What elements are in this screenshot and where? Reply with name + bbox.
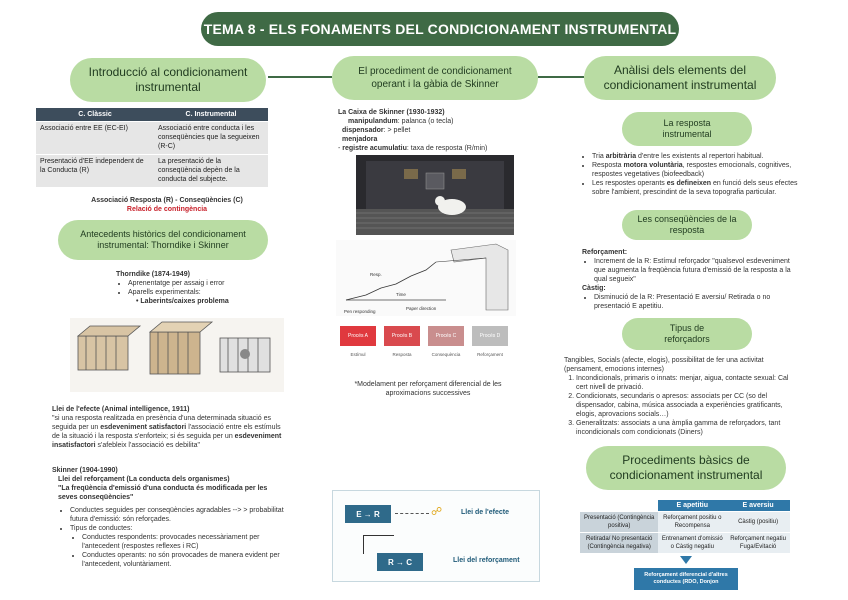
box-rc: R → C xyxy=(377,553,423,571)
table-cell: Entrenament d'omissió o Càstig negatiu xyxy=(658,532,727,553)
list-item: Incondicionals, primaris o innats: menja… xyxy=(576,374,798,392)
list-item: Conductes seguides per conseqüències agr… xyxy=(70,506,288,524)
procediment-title: El procediment de condicionament operant… xyxy=(332,56,538,100)
list-subitem: • Laberints/caixes problema xyxy=(136,298,229,305)
efecte-heading: Llei de l'efecte (Animal intelligence, 1… xyxy=(52,406,190,413)
table-header xyxy=(580,500,659,512)
table-cell: Presentació d'EE independent de la Condu… xyxy=(36,154,154,187)
page-title-text: TEMA 8 - ELS FONAMENTS DEL CONDICIONAMEN… xyxy=(203,21,677,37)
intro-title: Introducció al condicionament instrument… xyxy=(70,58,266,102)
table-row: Associació entre EE (EC-EI) Associació e… xyxy=(36,121,268,155)
list-item: Generalitzats: associats a una àmplia ga… xyxy=(576,419,798,437)
table-cell: Càstig (positiu) xyxy=(726,511,790,533)
law-diagram: E → R ☍ Llei de l'efecte R → C Llei del … xyxy=(332,490,540,582)
flow-sub: Resposta xyxy=(392,352,412,357)
list-item: Conductes operants: no són provocades de… xyxy=(82,551,288,569)
flow-diagram: Procés A Procés B Procés C Procés D Estí… xyxy=(336,322,516,374)
caixa-list: manipulandum: palanca (o tecla) dispensa… xyxy=(338,117,538,153)
list-item: Increment de la R: Estímul reforçador "q… xyxy=(594,257,798,284)
thorndike-list: Aprenentatge per assaig i error Aparells… xyxy=(116,279,276,306)
skinner-bullets: Conductes seguides per conseqüències agr… xyxy=(58,506,288,569)
list-item: Conductes respondents: provocades necess… xyxy=(82,533,288,551)
tipus-title: Tipus de reforçadors xyxy=(622,318,752,350)
graph-label-paper: Paper direction xyxy=(406,306,437,311)
table-header: E aversiu xyxy=(726,500,790,512)
reforc-heading: Reforçament: xyxy=(582,249,628,256)
list-item: Resposta motora voluntària, respostes em… xyxy=(592,161,798,179)
procediments-title: Procediments bàsics de condicionament in… xyxy=(586,446,786,490)
castig-heading: Càstig: xyxy=(582,285,606,292)
table-header: E apetitiu xyxy=(658,500,727,512)
caixa-heading: La Caixa de Skinner (1930-1932) xyxy=(338,109,445,116)
table-cell: Associació entre conducta i les conseqüè… xyxy=(154,121,268,155)
procediments-table: E apetitiu E aversiu Presentació (Contin… xyxy=(580,500,790,553)
table-cell: Retirada/ No presentació (Contingència n… xyxy=(580,532,659,553)
page-title: TEMA 8 - ELS FONAMENTS DEL CONDICIONAMEN… xyxy=(201,12,679,46)
cumulative-recorder-diagram: Pen responding Paper direction Time Resp… xyxy=(336,240,516,316)
assoc-line: Associació Resposta (R) - Conseqüències … xyxy=(91,197,243,204)
feedback-arrow xyxy=(363,535,394,554)
puzzle-box-illustration xyxy=(70,318,284,392)
caption: *Modelament per reforçament diferencial … xyxy=(354,381,502,397)
connector-left xyxy=(268,76,332,78)
list-item: Tria arbitrària d'entre les existents al… xyxy=(592,152,798,161)
resposta-list: Tria arbitrària d'entre les existents al… xyxy=(580,152,798,197)
list-item: Les respostes operants es defineixen en … xyxy=(592,179,798,197)
thorndike-heading: Thorndike (1874-1949) xyxy=(116,271,190,278)
bulb-icon: ☍ xyxy=(431,506,443,518)
antecedents-title: Antecedents històrics del condicionament… xyxy=(58,220,268,260)
tipus-intro: Tangibles, Socials (afecte, elogis), pos… xyxy=(564,357,764,373)
flow-sub: Estímul xyxy=(350,352,366,357)
flow-box: Procés A xyxy=(340,326,376,346)
reforc-list: Increment de la R: Estímul reforçador "q… xyxy=(582,257,798,284)
list-item: Tipus de conductes: xyxy=(70,524,288,533)
table-header: C. Instrumental xyxy=(154,108,268,122)
flow-sub: Consequència xyxy=(431,352,461,357)
table-cell: Associació entre EE (EC-EI) xyxy=(36,121,154,155)
efecte-text: "si una resposta realitzada en presència… xyxy=(52,415,282,449)
graph-label-resp: Resp. xyxy=(370,272,382,277)
list-item: dispensador: > pellet xyxy=(342,127,411,134)
graph-label-time: Time xyxy=(396,292,406,297)
dotted-arrow xyxy=(395,513,429,514)
list-item: manipulandum: palanca (o tecla) xyxy=(348,118,454,125)
analisi-title: Anàlisi dels elements del condicionament… xyxy=(584,56,776,100)
graph-label-pen: Pen responding xyxy=(344,309,376,314)
table-cell: La presentació de la conseqüència depèn … xyxy=(154,154,268,187)
flow-sub: Reforçament xyxy=(477,352,503,357)
comparison-table: C. Clàssic C. Instrumental Associació en… xyxy=(36,108,268,187)
bottom-box: Reforçament diferencial d'altres conduct… xyxy=(634,568,738,590)
table-cell: Reforçament positiu o Recompensa xyxy=(658,511,727,533)
list-item: menjadora xyxy=(342,136,378,143)
list-item: Aparells experimentals: xyxy=(128,288,276,297)
flow-box: Procés B xyxy=(384,326,420,346)
table-header: C. Clàssic xyxy=(36,108,154,122)
table-row: Presentació d'EE independent de la Condu… xyxy=(36,154,268,187)
label-efecte: Llei de l'efecte xyxy=(461,509,509,516)
table-cell: Reforçament negatiu Fuga/Evitació xyxy=(726,532,790,553)
connector-right xyxy=(538,76,584,78)
flow-box: Procés C xyxy=(428,326,464,346)
skinner-quote: "La freqüència d'emissió d'una conducta … xyxy=(58,485,268,501)
box-er: E → R xyxy=(345,505,391,523)
table-cell: Presentació (Contingència positiva) xyxy=(580,511,659,533)
label-reforcament: Llei del reforçament xyxy=(453,557,520,564)
table-row: Presentació (Contingència positiva) Refo… xyxy=(580,511,790,533)
skinner-heading: Skinner (1904-1990) xyxy=(52,467,118,474)
resposta-title: La resposta instrumental xyxy=(622,112,752,146)
skinner-box-photo xyxy=(356,155,514,235)
consequencies-title: Les conseqüències de la resposta xyxy=(622,210,752,240)
flow-box: Procés D xyxy=(472,326,508,346)
tipus-list: Incondicionals, primaris o innats: menja… xyxy=(564,374,798,437)
skinner-law: Llei del reforçament (La conducta dels o… xyxy=(58,476,230,483)
list-item: Aprenentatge per assaig i error xyxy=(128,279,276,288)
list-item: Condicionats, secundaris o apresos: asso… xyxy=(576,392,798,419)
castig-list: Disminució de la R: Presentació E aversi… xyxy=(582,293,798,311)
list-item: Disminució de la R: Presentació E aversi… xyxy=(594,293,798,311)
arrow-down-icon xyxy=(680,556,692,564)
assoc-sub: Relació de contingència xyxy=(126,206,208,213)
table-row: Retirada/ No presentació (Contingència n… xyxy=(580,532,790,553)
list-item: - registre acumulatiu: taxa de resposta … xyxy=(338,145,488,152)
